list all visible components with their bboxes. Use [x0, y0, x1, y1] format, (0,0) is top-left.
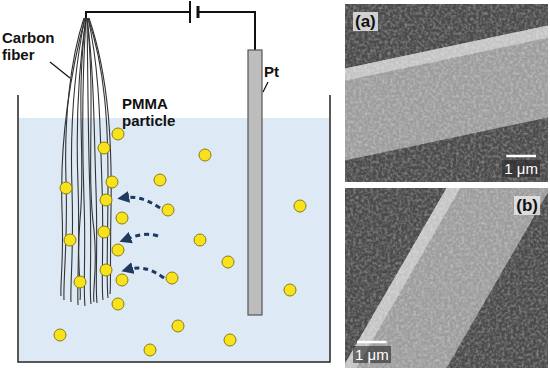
scale-label: 1 μm [353, 346, 391, 363]
beaker [18, 95, 330, 362]
panel-tag: (a) [353, 12, 378, 31]
part-label: Pt [264, 64, 294, 81]
part-label: Carbon fiber [2, 30, 64, 63]
wire [86, 12, 255, 50]
battery-plate [197, 6, 200, 18]
pmma-particle [54, 128, 306, 356]
battery-plate [189, 1, 191, 23]
scale-bar [357, 341, 387, 344]
pt-electrode [248, 50, 262, 315]
part-label: PMMA particle [122, 96, 182, 129]
sem-image: (a) 1 μm [345, 4, 548, 182]
leader-line [50, 62, 70, 78]
panel-tag: (b) [514, 196, 540, 215]
sem-image: (b) 1 μm [345, 188, 548, 368]
leader-line [263, 82, 268, 92]
carbon-fiber-bundle [61, 18, 111, 306]
sem-texture [345, 188, 548, 368]
scale-bar [506, 155, 536, 158]
scale-label: 1 μm [502, 160, 540, 177]
migration-arrow [122, 197, 164, 278]
